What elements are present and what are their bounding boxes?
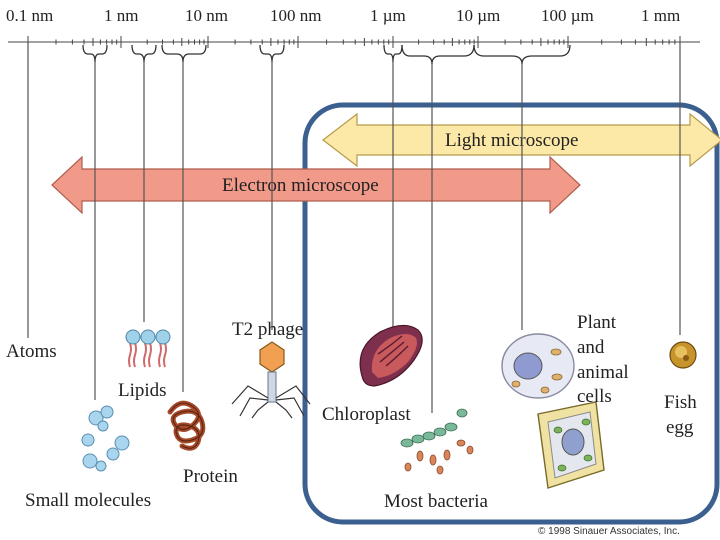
fish-egg-icon [669,341,697,369]
animal-cell-icon [501,333,575,399]
scale-label-0.1nm: 0.1 nm [6,6,53,25]
electron-microscope-arrow: Electron microscope [51,155,581,215]
scale-label-1nm: 1 nm [104,6,138,25]
atoms-label: Atoms [6,341,57,362]
bacteria-icon [400,408,474,475]
t2-phage-icon [231,341,311,419]
chloroplast-icon [359,324,423,387]
object-labels: Atoms Small molecules Protein T2 phage C… [6,312,697,512]
chloroplast-label: Chloroplast [322,404,411,425]
lipids-icon: Lipids [118,329,171,401]
cells-label-line1: Plant [577,312,617,333]
copyright-notice: © 1998 Sinauer Associates, Inc. [538,526,680,537]
highlight-box [302,102,720,525]
range-brackets [82,44,571,65]
protein-label: Protein [183,466,238,487]
cells-label-line2: and [577,337,605,358]
scale-ruler [8,36,700,48]
protein-outline [169,402,204,449]
fish-egg-label-line2: egg [666,417,694,438]
scale-label-100um: 100 µm [541,6,594,25]
ruler-ticks [27,36,681,48]
cells-label-line3: animal [577,362,629,383]
small-molecules-icon [81,405,130,472]
scale-label-100nm: 100 nm [270,6,321,25]
t2-phage-label: T2 phage [232,319,303,340]
leader-lines [27,42,681,413]
scale-labels: 0.1 nm 1 nm 10 nm 100 nm 1 µm 10 µm 100 … [6,6,680,25]
cells-label-line4: cells [577,386,612,407]
plant-cell-icon [537,401,605,489]
most-bacteria-label: Most bacteria [384,491,489,512]
small-molecules-label: Small molecules [25,490,151,511]
scale-label-10um: 10 µm [456,6,500,25]
fish-egg-label-line1: Fish [664,392,697,413]
scale-label-1um: 1 µm [370,6,406,25]
electron-microscope-label: Electron microscope [222,175,379,196]
lipids-label: Lipids [118,380,167,401]
light-microscope-label: Light microscope [445,130,579,151]
scale-label-1mm: 1 mm [641,6,680,25]
scale-label-10nm: 10 nm [185,6,228,25]
